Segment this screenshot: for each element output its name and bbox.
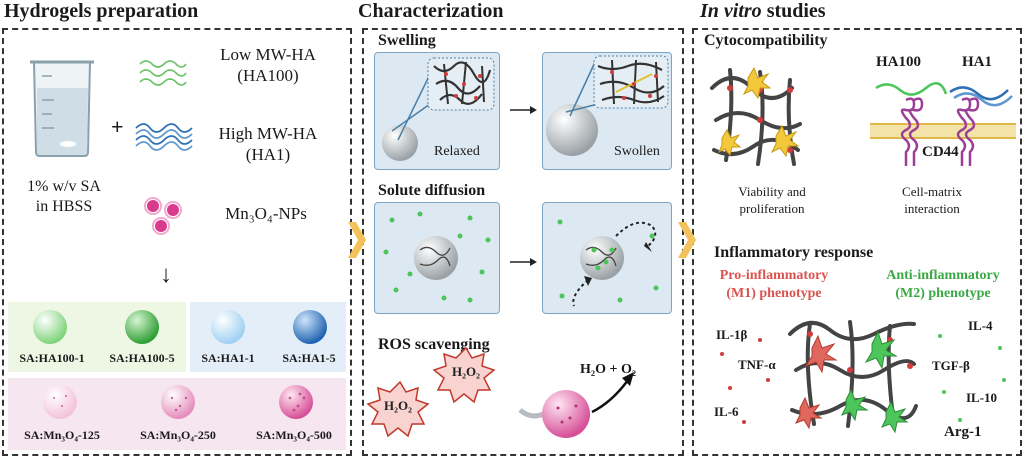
- cytocompatibility-title: Cytocompatibility: [704, 32, 828, 49]
- vitro-title-rest: studies: [761, 0, 826, 22]
- ha100-label: HA100: [876, 54, 921, 70]
- chevron-right-icon: [678, 222, 696, 258]
- cd44-label: CD44: [922, 144, 959, 160]
- sample-label: SA:HA1-1: [201, 351, 255, 365]
- sample-label: SA:Mn₃O₄-500: [256, 428, 332, 442]
- ha1-label: HA1: [962, 54, 992, 70]
- il1b-label: IL-1β: [716, 327, 748, 342]
- tnfa-label: TNF-α: [738, 357, 776, 372]
- high-mw-ha-strands-icon: [135, 123, 193, 151]
- sa-label-line2: in HBSS: [35, 198, 93, 215]
- viability-line2: proliferation: [739, 201, 805, 216]
- char-section-title: Characterization: [358, 0, 504, 22]
- sample-label: SA:HA1-5: [282, 351, 336, 365]
- ros-scavenging-title: ROS scavenging: [378, 336, 490, 353]
- beaker-icon: [30, 60, 94, 157]
- il6-label: IL-6: [714, 404, 739, 419]
- il4-label: IL-4: [968, 318, 993, 333]
- high-mw-label: High MW-HA: [218, 124, 318, 143]
- vitro-title-italic: In vitro: [700, 0, 762, 22]
- down-arrow-icon: ↓: [160, 262, 172, 288]
- low-mw-ha-strands-icon: [139, 60, 187, 86]
- sample-label: SA:Mn₃O₄-250: [140, 428, 216, 442]
- low-mw-code: (HA100): [237, 66, 299, 85]
- inflammatory-title: Inflammatory response: [714, 244, 874, 261]
- low-mw-label: Low MW-HA: [220, 45, 316, 64]
- h2o2-label: H₂O₂: [383, 398, 413, 413]
- plus-sign: +: [111, 114, 124, 139]
- sa-label-line1: 1% w/v SA: [27, 178, 101, 195]
- relaxed-label: Relaxed: [434, 144, 480, 159]
- h2o2-label: H₂O₂: [451, 364, 481, 379]
- swelling-title: Swelling: [378, 32, 436, 49]
- swollen-label: Swollen: [614, 144, 660, 159]
- nanoparticles-icon: [144, 197, 182, 235]
- chevron-right-icon: [348, 222, 366, 258]
- products-label: H₂O + O₂: [580, 362, 637, 377]
- anti-inflammatory-line1: Anti-inflammatory: [886, 268, 1000, 283]
- viability-line1: Viability and: [738, 184, 806, 199]
- pro-inflammatory-line2: (M1) phenotype: [726, 286, 822, 301]
- pro-inflammatory-line1: Pro-inflammatory: [719, 268, 829, 283]
- sample-label: SA:HA100-5: [109, 351, 175, 365]
- solute-diffusion-title: Solute diffusion: [378, 182, 486, 199]
- tgfb-label: TGF-β: [932, 358, 970, 373]
- cellmatrix-line2: interaction: [904, 201, 960, 216]
- high-mw-code: (HA1): [245, 145, 291, 164]
- prep-section-title: Hydrogels preparation: [4, 0, 199, 22]
- nanoparticles-label: Mn₃O₄-NPs: [225, 204, 307, 223]
- arg1-label: Arg-1: [944, 424, 982, 440]
- prep-panel: [2, 28, 352, 456]
- anti-inflammatory-line2: (M2) phenotype: [895, 286, 991, 301]
- sample-label: SA:Mn₃O₄-125: [24, 428, 100, 442]
- diffusion-box-1: [374, 202, 500, 314]
- vitro-section-title: In vitro studies: [700, 0, 826, 23]
- cellmatrix-line1: Cell-matrix: [902, 184, 962, 199]
- sample-label: SA:HA100-1: [19, 351, 85, 365]
- il10-label: IL-10: [966, 390, 998, 405]
